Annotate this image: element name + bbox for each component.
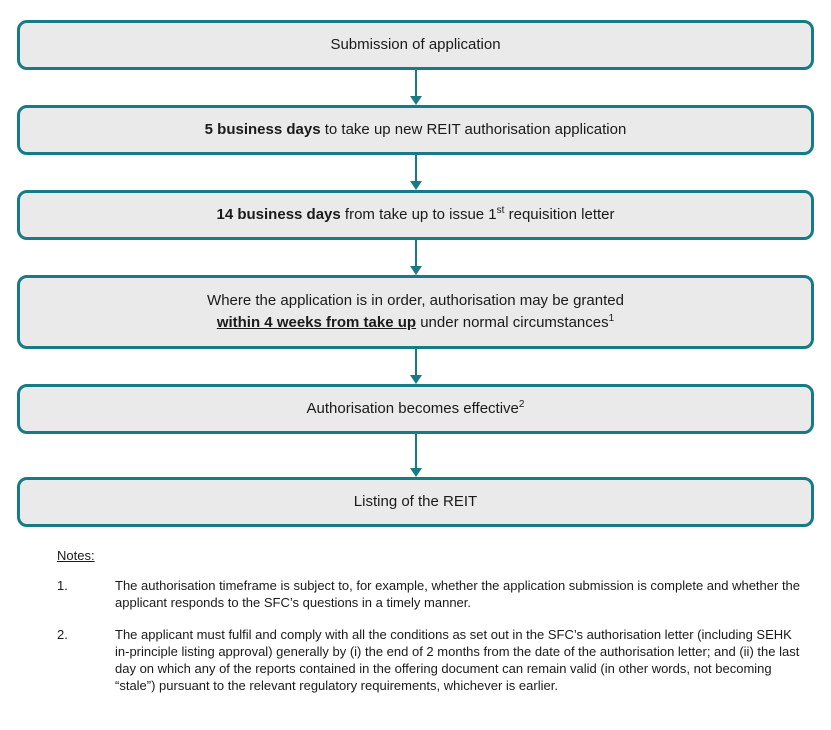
arrow-head-icon — [409, 181, 422, 190]
superscript: st — [496, 205, 505, 216]
arrow-line — [414, 240, 417, 266]
arrow-head-icon — [409, 266, 422, 275]
arrow-head-icon — [409, 468, 422, 477]
note-number: 1. — [57, 578, 68, 593]
flow-box-text: 14 business days from take up to issue 1… — [217, 204, 615, 226]
note-text: The authorisation timeframe is subject t… — [115, 578, 801, 610]
note-text: The applicant must fulfil and comply wit… — [115, 627, 800, 693]
arrow-head-icon — [409, 375, 422, 384]
flow-box-text-segment: from take up to issue 1 — [340, 206, 497, 223]
flow-box-text-segment: 5 business days — [204, 121, 321, 138]
flow-box-text-segment: requisition letter — [504, 206, 615, 223]
arrow-head-icon — [409, 96, 422, 105]
note-reference-2: 2 — [518, 399, 525, 410]
flow-box-listing: Listing of the REIT — [17, 477, 814, 527]
arrow-line — [414, 434, 417, 468]
flow-box-text: within 4 weeks from take up under normal… — [217, 312, 614, 334]
flow-box-requisition-letter: 14 business days from take up to issue 1… — [17, 190, 814, 240]
flow-box-text-segment: Where the application is in order, autho… — [207, 292, 624, 309]
flow-box-authorisation-granted: Where the application is in order, autho… — [17, 275, 814, 349]
flow-arrow-5 — [17, 434, 814, 477]
flow-box-text-segment: Listing of the REIT — [353, 493, 478, 510]
note-number: 2. — [57, 627, 68, 642]
flow-box-text-segment: 14 business days — [216, 206, 341, 223]
arrow-line — [414, 70, 417, 96]
note-reference-1: 1 — [608, 313, 615, 324]
flow-arrow-3 — [17, 240, 814, 275]
flow-box-text-segment: Submission of application — [330, 36, 501, 53]
flow-box-authorisation-effective: Authorisation becomes effective2 — [17, 384, 814, 434]
flow-box-submission: Submission of application — [17, 20, 814, 70]
flow-box-text: Authorisation becomes effective2 — [307, 398, 525, 420]
flow-arrow-1 — [17, 70, 814, 105]
flow-box-text-segment: within 4 weeks from take up — [216, 314, 417, 331]
flow-box-text-segment: to take up new REIT authorisation applic… — [320, 121, 627, 138]
flow-arrow-2 — [17, 155, 814, 190]
flow-box-take-up: 5 business days to take up new REIT auth… — [17, 105, 814, 155]
arrow-line — [414, 155, 417, 181]
flow-box-text-segment: Authorisation becomes effective — [306, 400, 519, 417]
flow-box-text: Listing of the REIT — [354, 491, 477, 513]
flow-box-text-segment: under normal circumstances — [416, 314, 609, 331]
flow-box-text: 5 business days to take up new REIT auth… — [205, 119, 627, 141]
flow-box-text: Submission of application — [330, 34, 500, 56]
note-item-1: 1. The authorisation timeframe is subjec… — [57, 577, 802, 611]
arrow-line — [414, 349, 417, 375]
flow-box-text: Where the application is in order, autho… — [207, 290, 624, 312]
notes-header: Notes: — [57, 548, 95, 563]
note-item-2: 2. The applicant must fulfil and comply … — [57, 626, 802, 694]
notes-section: Notes: 1. The authorisation timeframe is… — [17, 547, 814, 694]
flow-arrow-4 — [17, 349, 814, 384]
